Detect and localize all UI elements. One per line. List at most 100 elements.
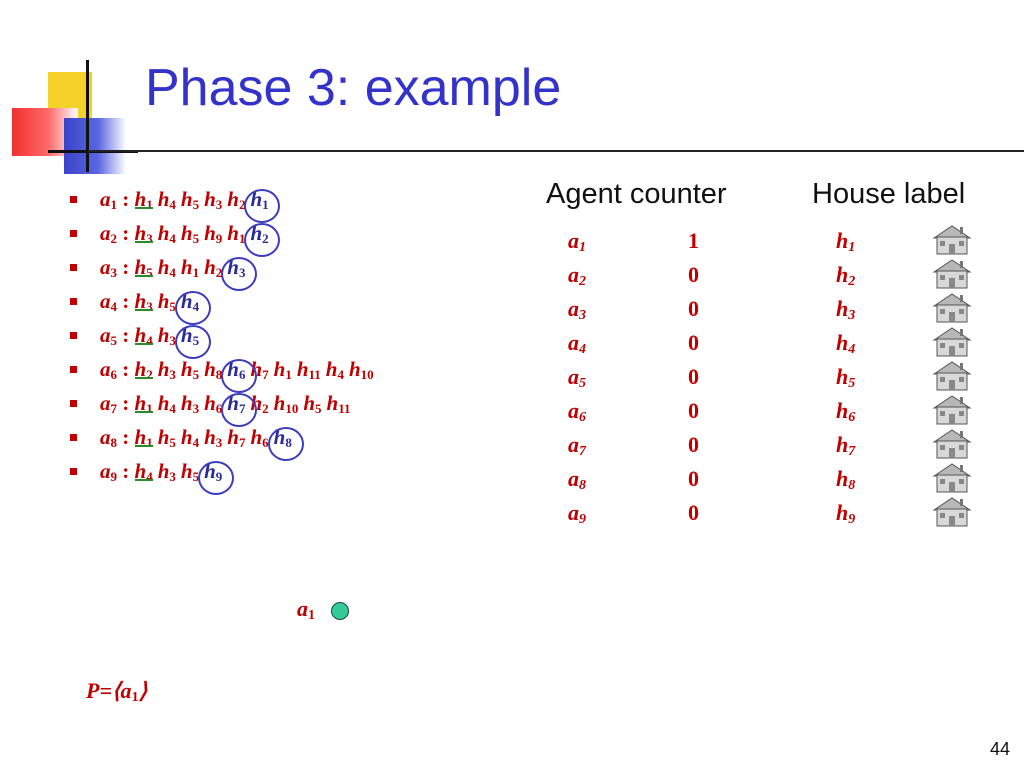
bullet-icon: [70, 434, 77, 441]
house-pref: h3: [204, 187, 223, 212]
title-divider: [88, 150, 1024, 152]
house-pref: h8: [204, 357, 223, 382]
house-pref: h2: [227, 187, 246, 212]
bullet-icon: [70, 264, 77, 271]
house-pref: h4: [180, 425, 200, 450]
house-label-header: House label: [812, 178, 966, 210]
house-pref: h9: [204, 221, 223, 246]
counter-value: 0: [688, 364, 699, 389]
house-icon: [932, 395, 972, 425]
agent-name: a8: [100, 425, 117, 450]
path-label: P=⟨a1⟩: [86, 678, 148, 705]
house-label-row: h9: [836, 500, 856, 527]
house-icon: [932, 259, 972, 289]
house-pref: h10: [273, 391, 299, 416]
counter-value: 0: [688, 398, 699, 423]
house-pref: h6: [204, 391, 223, 416]
house-pref: h11: [296, 357, 321, 382]
house-pref: h3: [134, 289, 153, 314]
counter-value: 0: [688, 500, 699, 525]
house-pref: h7: [227, 425, 246, 450]
agent-row: a2: [568, 262, 586, 289]
house-label-row: h7: [836, 432, 856, 459]
house-pref: h11: [326, 391, 351, 416]
matched-house: h3: [227, 255, 246, 280]
bullet-icon: [70, 332, 77, 339]
house-pref: h5: [180, 459, 200, 484]
house-label-row: h4: [836, 330, 856, 357]
house-pref: h4: [325, 357, 344, 382]
counter-value: 0: [688, 262, 699, 287]
matched-house: h5: [180, 323, 200, 348]
house-label-row: h1: [836, 228, 856, 255]
bullet-icon: [70, 230, 77, 237]
agent-row: a3: [568, 296, 586, 323]
house-label-row: h2: [836, 262, 856, 289]
agent-name: a2: [100, 221, 117, 246]
matched-house: h9: [204, 459, 223, 484]
house-pref: h3: [157, 459, 176, 484]
matched-house: h4: [180, 289, 200, 314]
house-pref: h5: [180, 187, 200, 212]
house-label-row: h8: [836, 466, 856, 493]
house-pref: h5: [180, 357, 200, 382]
matched-house: h8: [273, 425, 292, 450]
house-pref: h3: [134, 221, 153, 246]
graph-node-label: a1: [297, 596, 315, 623]
agent-name: a9: [100, 459, 117, 484]
counter-value: 1: [688, 228, 699, 253]
house-pref: h5: [134, 255, 153, 280]
house-pref: h4: [134, 323, 153, 348]
bullet-icon: [70, 366, 77, 373]
bullet-icon: [70, 298, 77, 305]
page-number: 44: [989, 739, 1010, 759]
house-pref: h2: [134, 357, 153, 382]
house-icon: [932, 429, 972, 459]
bullet-icon: [70, 468, 77, 475]
house-label-row: h3: [836, 296, 856, 323]
house-pref: h1: [273, 357, 292, 382]
house-icon: [932, 361, 972, 391]
matched-house: h1: [250, 187, 269, 212]
house-pref: h10: [348, 357, 374, 382]
matched-house: h2: [250, 221, 269, 246]
agent-counter-header: Agent counter: [546, 178, 727, 210]
counter-value: 0: [688, 432, 699, 457]
agent-row: a9: [568, 500, 586, 527]
slide-title: Phase 3: example: [145, 59, 562, 117]
house-icon: [932, 463, 972, 493]
slide-logo: [0, 0, 140, 180]
house-pref: h3: [180, 391, 200, 416]
house-pref: h7: [250, 357, 269, 382]
house-icon: [932, 293, 972, 323]
house-icon: [932, 225, 972, 255]
house-pref: h1: [227, 221, 246, 246]
house-label-row: h6: [836, 398, 856, 425]
agent-name: a7: [100, 391, 117, 416]
agent-row: a8: [568, 466, 586, 493]
house-pref: h1: [134, 391, 153, 416]
matched-house: h7: [227, 391, 246, 416]
house-pref: h3: [157, 357, 176, 382]
house-pref: h4: [157, 221, 176, 246]
counter-value: 0: [688, 466, 699, 491]
agent-row: a7: [568, 432, 586, 459]
agent-row: a5: [568, 364, 586, 391]
house-pref: h1: [134, 425, 153, 450]
house-pref: h5: [157, 289, 176, 314]
house-pref: h2: [204, 255, 223, 280]
agent-row: a6: [568, 398, 586, 425]
bullet-icon: [70, 400, 77, 407]
house-pref: h4: [134, 459, 153, 484]
matched-house: h6: [227, 357, 246, 382]
